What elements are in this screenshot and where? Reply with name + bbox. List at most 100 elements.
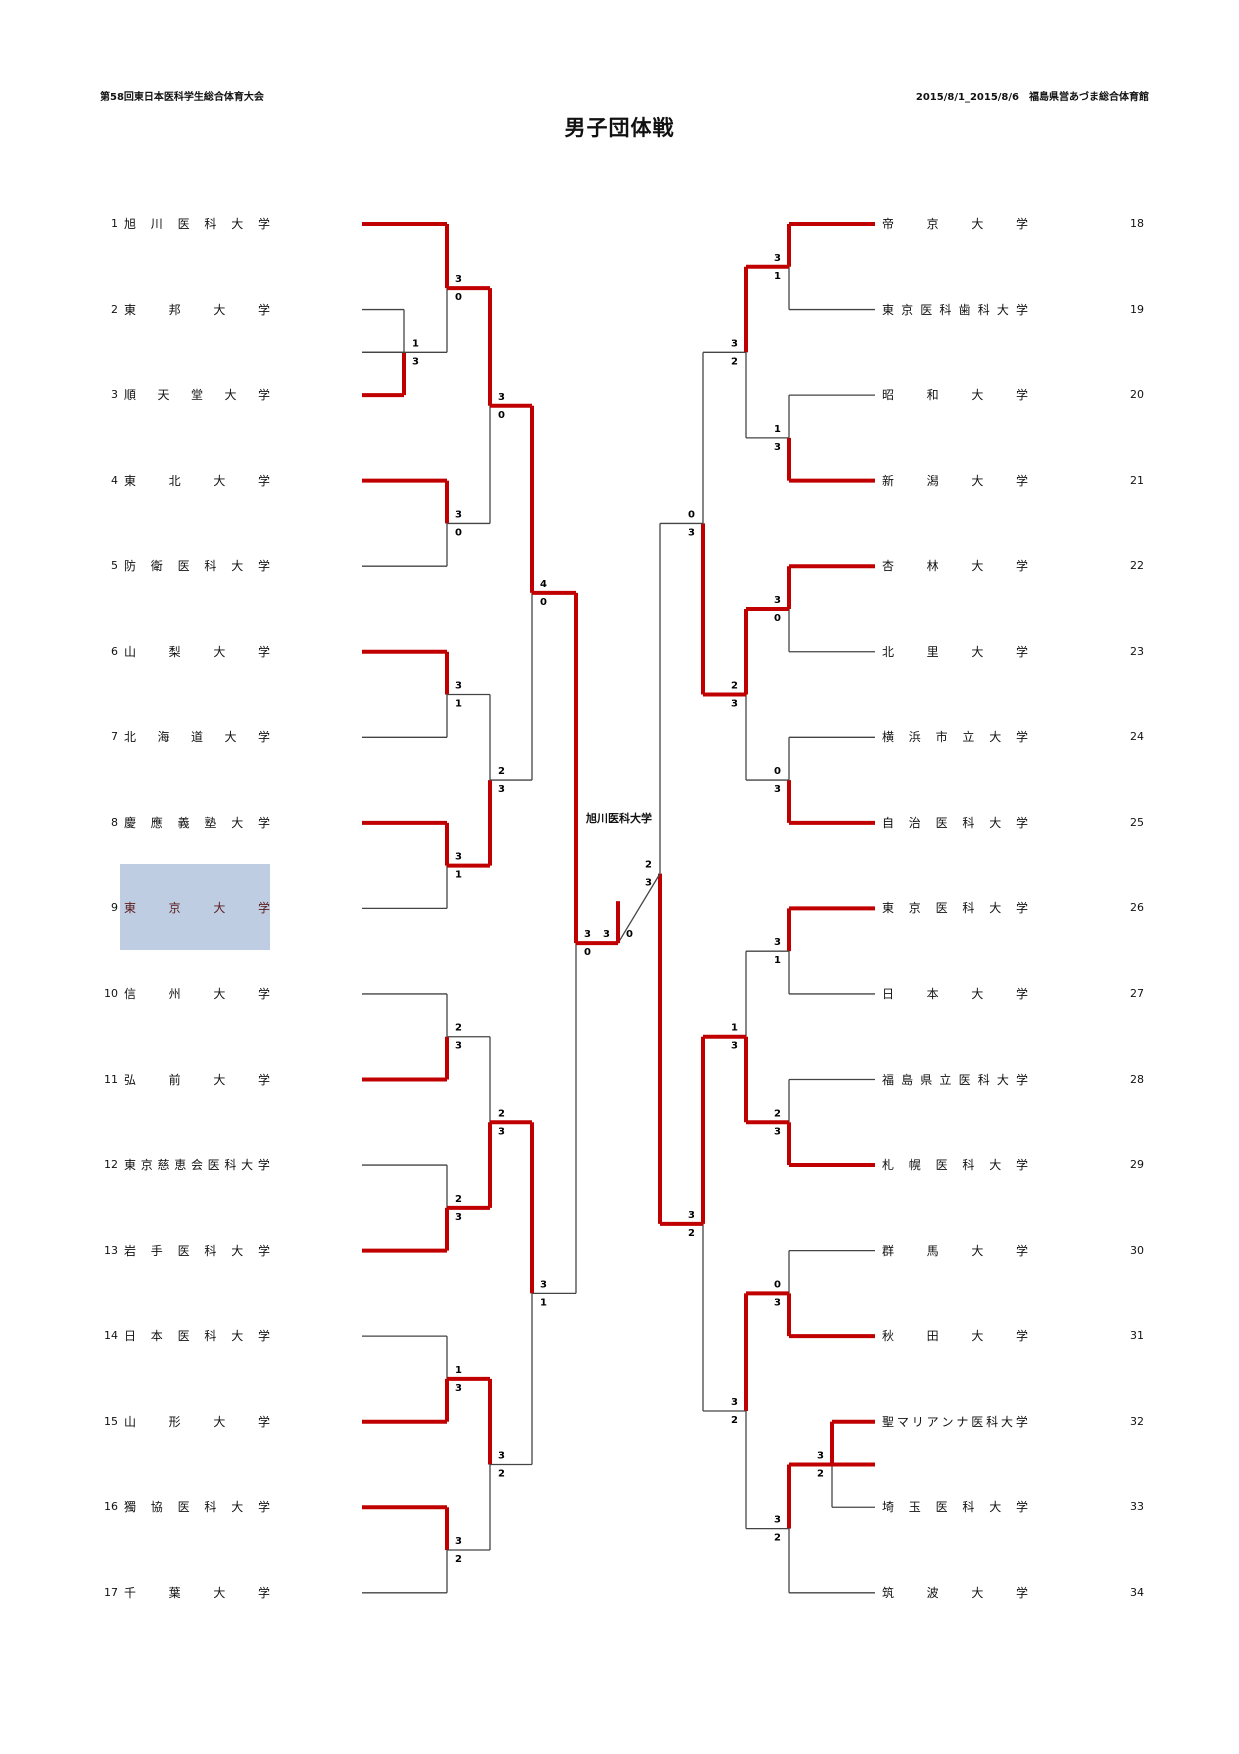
seed-number: 15 xyxy=(104,1414,118,1428)
match-score: 0 xyxy=(774,1279,781,1290)
seed-number: 7 xyxy=(111,730,118,744)
seed-number: 2 xyxy=(111,302,118,316)
team-name: 岩手医科大学 xyxy=(124,1243,270,1258)
match-score: 2 xyxy=(731,356,738,367)
team-name: 北里大学 xyxy=(882,644,1028,659)
match-score: 0 xyxy=(584,947,591,958)
page-title: 男子団体戦 xyxy=(564,116,675,140)
team-name: 弘前大学 xyxy=(124,1072,270,1087)
seed-number: 12 xyxy=(104,1158,118,1172)
team-name: 埼玉医科大学 xyxy=(882,1500,1028,1515)
team-entry: 10 信州大学 xyxy=(0,986,1239,1002)
seed-number: 23 xyxy=(1130,644,1144,658)
match-score: 3 xyxy=(774,937,781,948)
match-score: 0 xyxy=(455,292,462,303)
team-name: 秋田大学 xyxy=(882,1329,1028,1344)
seed-number: 22 xyxy=(1130,559,1144,573)
team-name: 東京慈恵会医科大学 xyxy=(124,1158,270,1173)
champion-label: 旭川医科大学 xyxy=(586,812,652,825)
match-score: 2 xyxy=(498,766,505,777)
match-score: 3 xyxy=(498,784,505,795)
match-score: 0 xyxy=(774,766,781,777)
team-name: 東京大学 xyxy=(124,901,270,916)
match-score: 3 xyxy=(731,1041,738,1052)
match-score: 3 xyxy=(455,1383,462,1394)
match-score: 3 xyxy=(455,1212,462,1223)
team-entry: 12 東京慈恵会医科大学 xyxy=(0,1157,1239,1173)
team-name: 日本大学 xyxy=(882,986,1028,1001)
seed-number: 24 xyxy=(1130,730,1144,744)
match-score: 3 xyxy=(774,1515,781,1526)
seed-number: 26 xyxy=(1130,901,1144,915)
match-score: 2 xyxy=(731,1415,738,1426)
team-name: 慶應義塾大学 xyxy=(124,815,270,830)
team-name: 信州大学 xyxy=(124,986,270,1001)
match-score: 1 xyxy=(774,271,781,282)
team-entry: 13 岩手医科大学 xyxy=(0,1243,1239,1259)
seed-number: 5 xyxy=(111,559,118,573)
team-entry: 33 埼玉医科大学 xyxy=(0,1499,1239,1515)
seed-number: 11 xyxy=(104,1072,118,1086)
event-dates-venue: 2015/8/1_2015/8/6 福島県営あづま総合体育館 xyxy=(915,92,1149,103)
seed-number: 34 xyxy=(1130,1585,1144,1599)
highlighted-team-cell xyxy=(120,864,270,950)
match-score: 2 xyxy=(455,1194,462,1205)
match-score: 3 xyxy=(774,595,781,606)
seed-number: 8 xyxy=(111,815,118,829)
match-score: 3 xyxy=(455,1536,462,1547)
match-score: 0 xyxy=(626,929,633,940)
match-score: 3 xyxy=(498,1126,505,1137)
team-name: 自治医科大学 xyxy=(882,815,1028,830)
team-name: 順天堂大学 xyxy=(124,388,270,403)
seed-number: 13 xyxy=(104,1243,118,1257)
seed-number: 31 xyxy=(1130,1329,1144,1343)
seed-number: 17 xyxy=(104,1585,118,1599)
seed-number: 16 xyxy=(104,1500,118,1514)
seed-number: 3 xyxy=(111,388,118,402)
match-score: 1 xyxy=(731,1023,738,1034)
seed-number: 10 xyxy=(104,986,118,1000)
seed-number: 9 xyxy=(111,901,118,915)
team-entry: 25 自治医科大学 xyxy=(0,815,1239,831)
match-score: 0 xyxy=(455,527,462,538)
match-score: 3 xyxy=(498,1450,505,1461)
seed-number: 33 xyxy=(1130,1500,1144,1514)
team-name: 千葉大学 xyxy=(124,1585,270,1600)
match-score: 3 xyxy=(774,1126,781,1137)
match-score: 3 xyxy=(455,1041,462,1052)
match-score: 2 xyxy=(498,1108,505,1119)
team-name: 筑波大学 xyxy=(882,1585,1028,1600)
team-name: 福島県立医科大学 xyxy=(882,1072,1028,1087)
seed-number: 25 xyxy=(1130,815,1144,829)
match-score: 0 xyxy=(688,509,695,520)
match-score: 3 xyxy=(731,1397,738,1408)
seed-number: 4 xyxy=(111,473,118,487)
team-name: 日本医科大学 xyxy=(124,1329,270,1344)
match-score: 3 xyxy=(412,356,419,367)
match-score: 3 xyxy=(603,929,610,940)
team-name: 新潟大学 xyxy=(882,473,1028,488)
seed-number: 30 xyxy=(1130,1243,1144,1257)
team-entry: 3 順天堂大学 xyxy=(0,387,1239,403)
match-score: 0 xyxy=(540,597,547,608)
team-name: 東京医科歯科大学 xyxy=(882,302,1028,317)
team-name: 札幌医科大学 xyxy=(882,1158,1028,1173)
team-entry: 31 秋田大学 xyxy=(0,1328,1239,1344)
seed-number: 21 xyxy=(1130,473,1144,487)
seed-number: 14 xyxy=(104,1329,118,1343)
match-score: 3 xyxy=(774,442,781,453)
seed-number: 28 xyxy=(1130,1072,1144,1086)
